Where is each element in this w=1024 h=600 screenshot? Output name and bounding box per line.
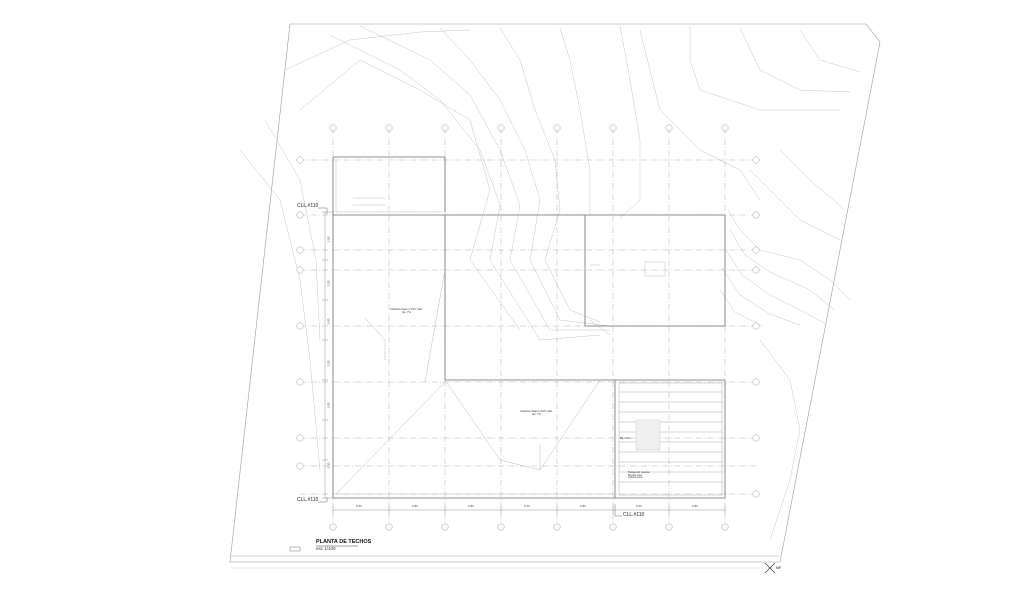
box-note-line3: cañería pres. <box>628 476 644 480</box>
roof-note-upper-line2: pte. 7% <box>401 310 411 314</box>
tank-area <box>618 382 723 496</box>
level-label-bottom-left: CLL.#110 <box>297 497 319 503</box>
dimension-left-5: 3.00 <box>326 402 331 409</box>
side-note: Bg. chico <box>620 437 631 440</box>
left-dimension-line <box>322 211 334 499</box>
box-note: Tanque de reserva Bomba pres. cañería pr… <box>628 471 650 480</box>
scale-bar <box>289 546 301 552</box>
dimension-bottom-2: 3.80 <box>412 504 418 508</box>
level-leaders <box>318 207 622 517</box>
roof-note-lower-line2: pte. 7% <box>531 412 541 416</box>
dimension-left-2: 3.00 <box>326 280 331 287</box>
roof-note-upper: Cubierta chapa c/ PVC trasl. pte. 7% <box>390 308 423 314</box>
contour-lines <box>239 25 861 541</box>
plan-scale: esc 1/100 <box>316 546 336 551</box>
dimension-left-3: 3.00 <box>326 318 331 325</box>
building-outline <box>332 156 726 499</box>
north-label: NF <box>776 565 782 570</box>
roof-note-upper-line1: Cubierta chapa c/ PVC trasl. <box>390 308 423 311</box>
dimension-bottom-1: 5.20 <box>356 504 362 508</box>
dimension-bottom-3: 3.80 <box>468 504 474 508</box>
grid-lines <box>300 128 756 528</box>
dimension-bottom-7: 3.80 <box>692 504 698 508</box>
dimension-bottom-6: 3.20 <box>636 504 642 508</box>
north-arrow-icon <box>764 562 776 574</box>
level-label-bottom-right: CLL.#110 <box>623 512 645 518</box>
roof-detail-lines <box>335 160 666 495</box>
dimension-left-4: 3.00 <box>326 360 331 367</box>
site-boundary <box>229 23 881 563</box>
roof-note-lower-line1: Cubierta chapa c/ PVC trasl. <box>520 410 553 413</box>
dimension-left-1: 3.00 <box>326 236 331 243</box>
level-label-top-left: CLL.#110 <box>297 203 319 209</box>
grid-bubbles <box>296 124 760 531</box>
box-note-line2: Bomba pres. <box>628 473 643 477</box>
roof-note-lower: Cubierta chapa c/ PVC trasl. pte. 7% <box>520 410 553 416</box>
plan-title: PLANTA DE TECHOS <box>316 539 372 545</box>
box-note-line1: Tanque de reserva <box>628 471 650 474</box>
dimension-bottom-4: 5.10 <box>524 504 530 508</box>
bottom-dimension-line <box>332 506 726 514</box>
dimension-bottom-5: 3.80 <box>580 504 586 508</box>
dimension-left-6: 3.00 <box>326 462 331 469</box>
